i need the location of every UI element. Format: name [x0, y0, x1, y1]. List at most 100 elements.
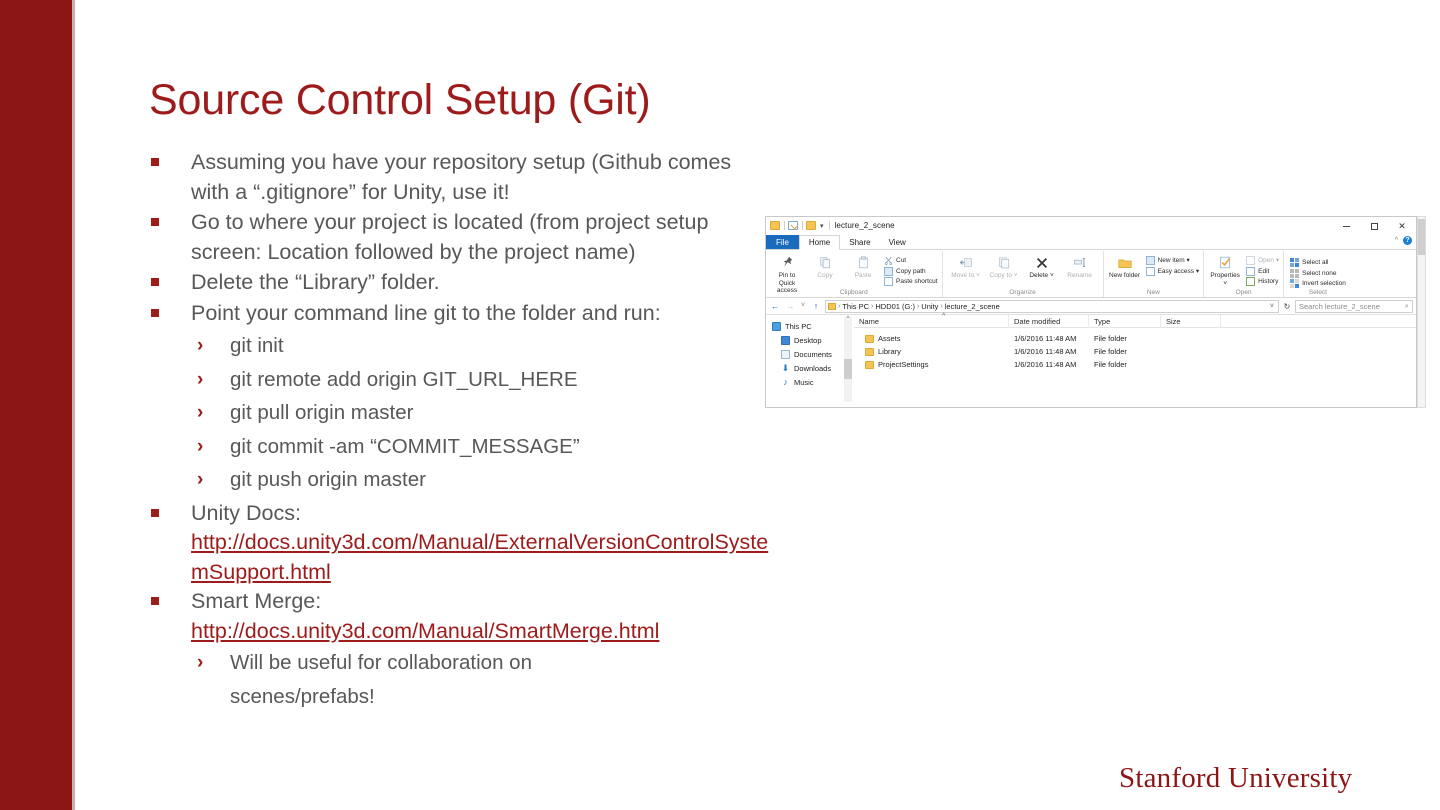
minimize-button[interactable]: [1332, 217, 1360, 235]
chevron-down-icon[interactable]: ▾: [820, 222, 824, 230]
nav-item-desktop[interactable]: Desktop: [772, 333, 854, 347]
rename-icon: [1073, 255, 1087, 270]
desktop-icon: [781, 335, 790, 345]
tab-file[interactable]: File: [766, 235, 799, 249]
move-to-button[interactable]: Move to ˅: [949, 253, 983, 280]
select-all-button[interactable]: Select all: [1290, 258, 1346, 267]
square-bullet-icon: [151, 308, 159, 317]
search-input[interactable]: Search lecture_2_scene ⌕: [1295, 299, 1413, 313]
easy-access-button[interactable]: Easy access ▾: [1145, 266, 1199, 276]
scrollbar-thumb[interactable]: [844, 359, 852, 379]
properties-icon[interactable]: [788, 221, 798, 230]
nav-item-documents[interactable]: Documents: [772, 347, 854, 361]
copy-path-button[interactable]: Copy path: [884, 266, 938, 276]
breadcrumb-item-unity[interactable]: Unity: [921, 301, 939, 311]
smart-merge-link[interactable]: http://docs.unity3d.com/Manual/SmartMerg…: [191, 618, 660, 643]
select-none-button[interactable]: Select none: [1290, 268, 1346, 278]
unity-docs-link[interactable]: http://docs.unity3d.com/Manual/ExternalV…: [191, 530, 769, 584]
address-bar: ← → ˅ ↑ › This PC › HDD01 (G:) › Unity ›…: [766, 298, 1416, 315]
nav-item-this-pc[interactable]: This PC: [772, 319, 854, 333]
table-row[interactable]: Library 1/6/2016 11:48 AM File folder: [854, 345, 1416, 358]
properties-icon: [1219, 255, 1232, 270]
new-folder-icon[interactable]: [806, 221, 816, 230]
sort-ascending-icon: ^: [942, 312, 946, 320]
easy-access-icon: [1145, 266, 1155, 276]
cut-button[interactable]: Cut: [884, 256, 938, 265]
ribbon-group-label: Organize: [1009, 289, 1036, 296]
properties-button[interactable]: Properties ˅: [1208, 253, 1242, 287]
column-header-type[interactable]: Type: [1089, 314, 1161, 328]
breadcrumb[interactable]: › This PC › HDD01 (G:) › Unity › lecture…: [825, 299, 1279, 313]
rename-label: Rename: [1067, 272, 1092, 279]
history-icon: [1246, 277, 1256, 286]
paste-shortcut-button[interactable]: Paste shortcut: [884, 277, 938, 286]
unity-docs-label: Unity Docs:: [191, 500, 301, 525]
documents-icon: [781, 349, 790, 359]
copy-to-button[interactable]: Copy to ˅: [987, 253, 1021, 280]
invert-selection-label: Invert selection: [1302, 280, 1346, 287]
select-none-label: Select none: [1302, 269, 1337, 277]
history-button[interactable]: History: [1246, 277, 1279, 286]
invert-selection-button[interactable]: Invert selection: [1290, 279, 1346, 288]
file-date-cell: 1/6/2016 11:48 AM: [1014, 347, 1077, 356]
pin-to-quick-access-button[interactable]: Pin to Quick access: [770, 253, 804, 295]
copy-button[interactable]: Copy: [808, 253, 842, 280]
delete-label: Delete ˅: [1029, 272, 1054, 279]
scrollbar-thumb[interactable]: [1418, 219, 1425, 255]
table-row[interactable]: ProjectSettings 1/6/2016 11:48 AM File f…: [854, 358, 1416, 371]
up-button[interactable]: ↑: [813, 301, 819, 311]
ribbon-group-new: New folder New item ▾ Easy access ▾ New: [1104, 251, 1205, 297]
edit-button[interactable]: Edit: [1246, 266, 1279, 276]
table-row[interactable]: Assets 1/6/2016 11:48 AM File folder: [854, 332, 1416, 345]
scroll-up-icon[interactable]: ^: [846, 316, 850, 322]
new-item-button[interactable]: New item ▾: [1145, 256, 1200, 265]
nav-item-label: This PC: [785, 321, 812, 331]
nav-item-music[interactable]: ♪ Music: [772, 375, 854, 389]
folder-icon: [865, 334, 874, 343]
explorer-window-scrollbar[interactable]: [1417, 216, 1426, 408]
refresh-button[interactable]: ↻: [1283, 301, 1291, 311]
slide-accent-bar: [0, 0, 72, 810]
ribbon: Pin to Quick access Copy: [766, 250, 1416, 298]
breadcrumb-item-this-pc[interactable]: This PC: [842, 301, 870, 311]
folder-icon[interactable]: [770, 221, 780, 230]
forward-button[interactable]: →: [785, 301, 795, 311]
square-bullet-icon: [151, 218, 159, 226]
new-item-label: New item ▾: [1157, 257, 1190, 264]
new-folder-button[interactable]: New folder: [1108, 253, 1142, 280]
breadcrumb-item-lecture-2-scene[interactable]: lecture_2_scene: [944, 301, 1000, 311]
sub-list-item: › git pull origin master: [149, 396, 774, 430]
paste-button[interactable]: Paste: [846, 253, 880, 280]
copy-to-icon: [997, 255, 1011, 270]
rename-button[interactable]: Rename: [1063, 253, 1097, 280]
tab-share[interactable]: Share: [849, 237, 871, 247]
help-icon[interactable]: ?: [1403, 236, 1412, 245]
bullet-list: Assuming you have your repository setup …: [149, 148, 774, 713]
select-none-icon: [1290, 268, 1300, 278]
tab-home[interactable]: Home: [798, 235, 841, 250]
list-item-smart-merge: Smart Merge: http://docs.unity3d.com/Man…: [149, 587, 774, 646]
maximize-button[interactable]: [1360, 217, 1388, 235]
paste-shortcut-label: Paste shortcut: [896, 278, 938, 285]
open-button[interactable]: Open ▾: [1246, 256, 1279, 265]
delete-button[interactable]: Delete ˅: [1025, 253, 1059, 280]
chevron-right-icon: ›: [197, 402, 204, 423]
chevron-right-icon: ›: [197, 469, 204, 490]
sub-list-item: › git push origin master: [149, 463, 774, 497]
back-button[interactable]: ←: [770, 301, 780, 311]
column-header-size[interactable]: Size: [1161, 314, 1221, 328]
list-item-label: Point your command line git to the folde…: [191, 300, 661, 325]
smart-merge-note: Will be useful for collaboration on scen…: [230, 651, 532, 708]
close-button[interactable]: ✕: [1398, 220, 1406, 231]
collapse-ribbon-icon[interactable]: ^: [1394, 237, 1398, 244]
navigation-pane-scrollbar[interactable]: ^: [844, 316, 852, 402]
breadcrumb-dropdown-icon[interactable]: ˅: [1269, 302, 1274, 310]
nav-item-downloads[interactable]: ⬇ Downloads: [772, 361, 854, 375]
ribbon-group-label: Clipboard: [839, 289, 868, 296]
ribbon-group-open: Properties ˅ Open ▾ Edit H: [1204, 251, 1285, 297]
recent-locations-button[interactable]: ˅: [800, 302, 806, 309]
column-header-date-modified[interactable]: Date modified: [1009, 314, 1089, 328]
breadcrumb-item-hdd01[interactable]: HDD01 (G:): [875, 301, 915, 311]
column-header-name[interactable]: Name ^: [854, 312, 1009, 328]
tab-view[interactable]: View: [888, 237, 906, 247]
